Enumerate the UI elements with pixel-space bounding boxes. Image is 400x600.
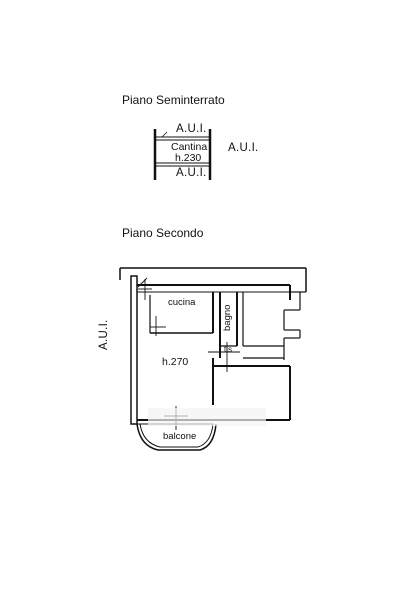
bathroom-label: bagno xyxy=(222,304,233,331)
basement-aui-right: A.U.I. xyxy=(228,142,259,154)
balcony-label: balcone xyxy=(163,431,197,442)
basement-title: Piano Seminterrato xyxy=(122,93,225,107)
living-room-height-label: h.270 xyxy=(162,356,189,368)
basement-aui-top: A.U.I. xyxy=(176,123,207,135)
basement-plan xyxy=(153,129,212,180)
second-floor-plan xyxy=(119,267,307,451)
basement-aui-bottom: A.U.I. xyxy=(176,167,207,179)
second-floor-aui-left: A.U.I. xyxy=(98,319,110,350)
kitchen-label: cucina xyxy=(168,297,196,308)
second-floor-title: Piano Secondo xyxy=(122,226,204,240)
small-room-label: tis xyxy=(224,345,232,354)
cantina-label: Cantina xyxy=(171,141,208,153)
cantina-height-label: h.230 xyxy=(175,152,202,164)
watermark xyxy=(148,408,266,426)
